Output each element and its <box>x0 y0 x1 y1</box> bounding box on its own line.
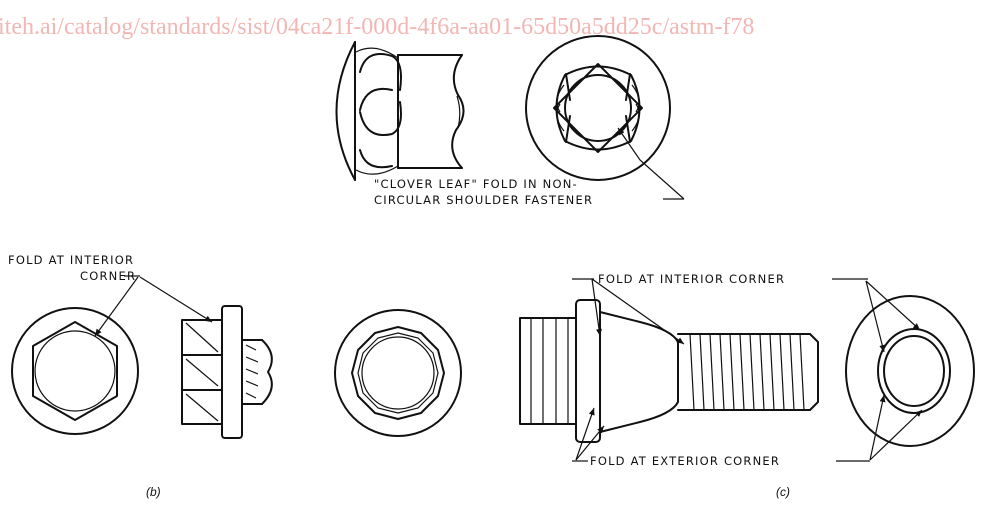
fold-exterior-corner-label: FOLD AT EXTERIOR CORNER <box>590 454 780 468</box>
caption-b: (b) <box>146 485 161 499</box>
flanged-end-view <box>845 295 975 447</box>
fold-interior-b-line2: CORNER <box>80 269 136 283</box>
twelve-point-end-view <box>334 309 462 437</box>
watermark-text: iteh.ai/catalog/standards/sist/04ca21f-0… <box>0 14 754 40</box>
hex-fastener-end-view <box>11 307 139 435</box>
fold-interior-corner-label: FOLD AT INTERIOR CORNER <box>598 272 785 286</box>
carriage-bolt-side-view <box>335 41 465 181</box>
fold-interior-b-line1: FOLD AT INTERIOR <box>8 253 134 267</box>
clover-leaf-label-line2: CIRCULAR SHOULDER FASTENER <box>374 193 593 207</box>
caption-c: (c) <box>776 485 790 499</box>
clover-leaf-label-line1: "CLOVER LEAF" FOLD IN NON- <box>374 177 578 191</box>
hex-fastener-side-view <box>181 305 273 439</box>
clover-leaf-end-view <box>525 35 671 181</box>
twelve-point-side-view <box>519 299 819 443</box>
